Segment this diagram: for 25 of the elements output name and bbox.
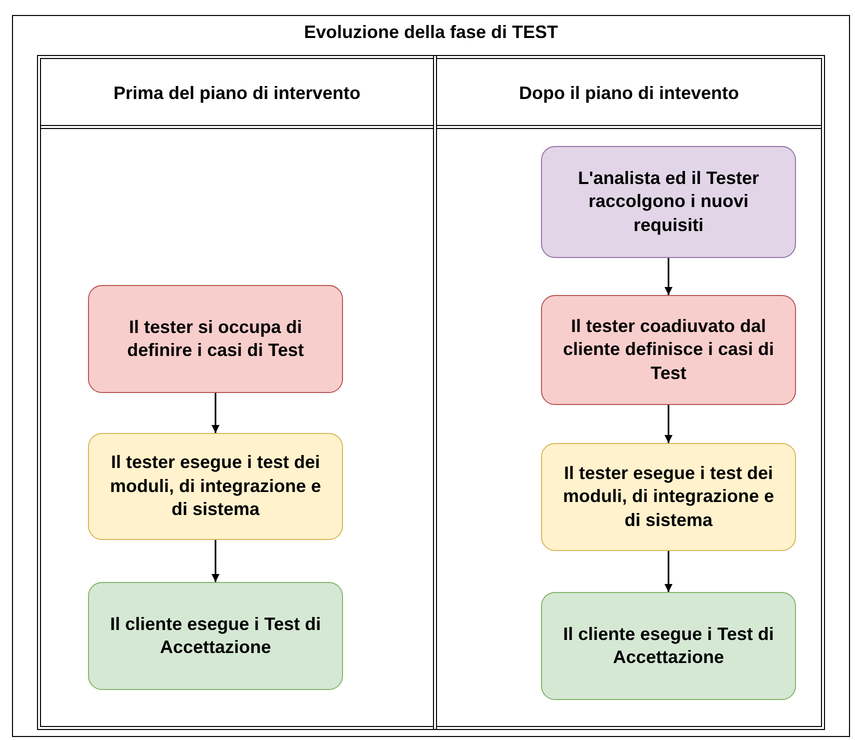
process-box xyxy=(88,285,343,393)
process-box xyxy=(88,433,343,540)
process-box xyxy=(541,592,796,700)
table-title: Evoluzione della fase di TEST xyxy=(302,22,560,43)
process-box xyxy=(541,146,796,258)
box-text: Il tester esegue i test dei moduli, di integrazione e di sistema xyxy=(108,451,322,522)
arrow xyxy=(664,258,672,295)
swimlane xyxy=(433,55,825,730)
swimlane xyxy=(37,55,437,730)
box-text: Il cliente esegue i Test di Accettazione xyxy=(562,622,775,669)
box-text: Il tester esegue i test dei moduli, di integrazione e di sistema xyxy=(562,462,776,532)
box-text: Il tester si occupa di definire i casi di Test xyxy=(126,316,305,362)
arrow xyxy=(664,551,672,592)
arrow xyxy=(212,540,220,582)
table-frame xyxy=(12,15,850,737)
lane-header: Prima del piano di intervento xyxy=(112,83,362,104)
box-text: Il cliente esegue i Test di Accettazione xyxy=(109,612,322,659)
box-text: Il tester coadiuvato dal cliente definisce i casi di Test xyxy=(562,314,776,385)
arrow xyxy=(212,393,220,433)
arrow xyxy=(664,405,672,443)
process-box xyxy=(541,443,796,551)
lane-header: Dopo il piano di intevento xyxy=(518,83,740,104)
process-box xyxy=(541,295,796,405)
process-box xyxy=(88,582,343,690)
box-text: L'analista ed il Tester raccolgono i nuovi requisiti xyxy=(576,166,760,237)
